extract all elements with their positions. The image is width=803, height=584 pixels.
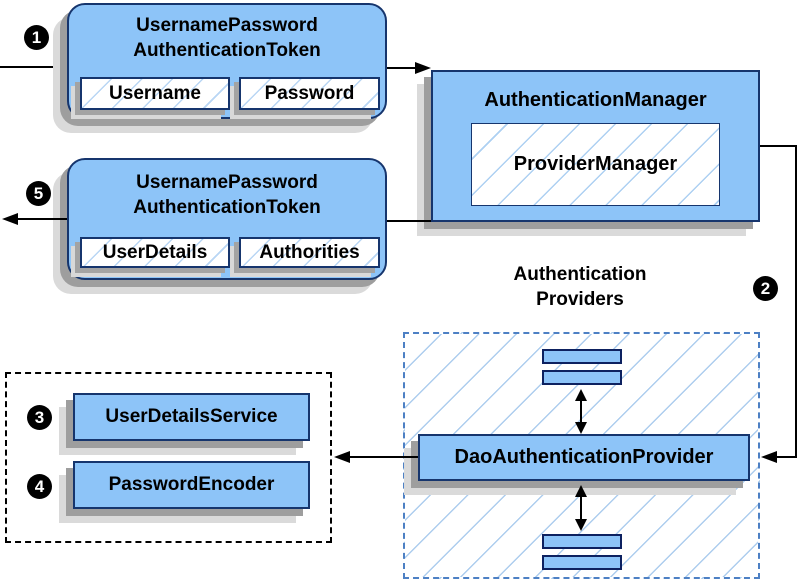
result-token-title: UsernamePassword AuthenticationToken: [69, 170, 385, 220]
password-field-box: Password: [239, 77, 380, 110]
provider-placeholder-bar-3: [542, 534, 622, 549]
step-3-badge: 3: [27, 405, 52, 430]
arrowhead-token-to-manager: [415, 62, 431, 74]
username-password-token-result-node: UsernamePassword AuthenticationToken Use…: [67, 158, 387, 280]
authentication-providers-label-line2: Providers: [536, 289, 624, 310]
double-arrow-top-downhead: [575, 422, 587, 434]
password-encoder-node: PasswordEncoder: [73, 461, 310, 509]
result-token-title-line1: UsernamePassword: [136, 172, 318, 193]
request-token-title-line1: UsernamePassword: [136, 15, 318, 36]
connector-token-to-manager: [387, 67, 417, 69]
connector-right-vertical: [795, 145, 797, 458]
authentication-providers-label: Authentication Providers: [430, 262, 730, 312]
result-token-title-line2: AuthenticationToken: [133, 197, 321, 218]
connector-dao-to-collaborators: [348, 456, 418, 458]
username-field-box: Username: [80, 77, 230, 110]
collaborators-group: [5, 372, 332, 543]
connector-manager-right: [760, 145, 797, 147]
connector-into-provider: [775, 456, 797, 458]
double-arrow-top-shaft: [580, 398, 582, 424]
request-token-title: UsernamePassword AuthenticationToken: [69, 13, 385, 63]
authorities-field-box: Authorities: [239, 237, 380, 268]
authentication-manager-title: AuthenticationManager: [484, 89, 707, 111]
userdetails-field-box: UserDetails: [80, 237, 230, 268]
provider-placeholder-bar-2: [542, 370, 622, 385]
step-1-badge: 1: [24, 25, 49, 50]
authentication-providers-label-line1: Authentication: [513, 264, 647, 285]
double-arrow-bottom-uphead: [575, 485, 587, 497]
arrowhead-outgoing-result: [2, 213, 18, 225]
request-token-title-line2: AuthenticationToken: [133, 40, 321, 61]
double-arrow-bottom-downhead: [575, 519, 587, 531]
connector-outgoing-result: [16, 218, 67, 220]
arrowhead-dao-to-collaborators: [334, 451, 350, 463]
step-2-badge: 2: [753, 276, 778, 301]
connector-manager-return: [387, 220, 431, 222]
double-arrow-top-uphead: [575, 389, 587, 401]
step-4-badge: 4: [27, 474, 52, 499]
provider-manager-box: ProviderManager: [471, 123, 720, 206]
provider-placeholder-bar-1: [542, 349, 622, 364]
double-arrow-bottom-shaft: [580, 494, 582, 522]
connector-incoming-request: [0, 66, 68, 68]
authentication-manager-node: AuthenticationManager ProviderManager: [431, 70, 760, 222]
arrowhead-into-provider: [761, 451, 777, 463]
username-password-token-request-node: UsernamePassword AuthenticationToken Use…: [67, 3, 387, 119]
dao-authentication-provider-node: DaoAuthenticationProvider: [418, 434, 750, 481]
step-5-badge: 5: [26, 181, 51, 206]
provider-placeholder-bar-4: [542, 555, 622, 570]
user-details-service-node: UserDetailsService: [73, 393, 310, 441]
